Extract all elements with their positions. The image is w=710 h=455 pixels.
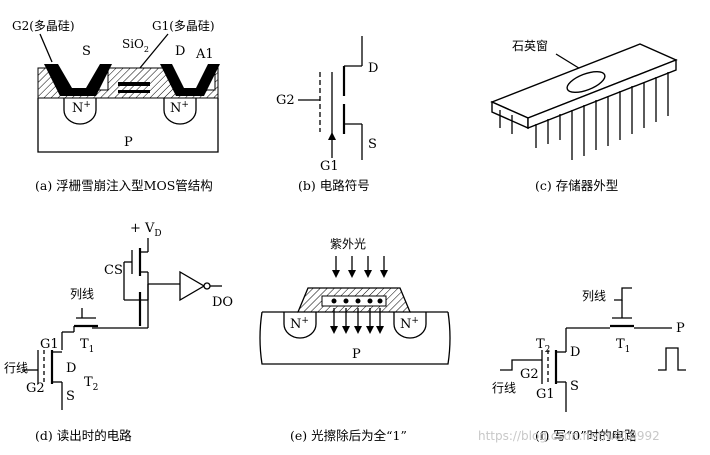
s-label: S — [66, 389, 75, 404]
gate1-arrow — [328, 132, 336, 140]
d-label: D — [368, 61, 378, 76]
row-label: 行线 — [4, 361, 28, 375]
chip-side — [527, 58, 677, 130]
cs-label: CS — [104, 263, 123, 278]
p-label: P — [676, 321, 685, 336]
caption-d: (d) 读出时的电路 — [35, 428, 132, 443]
n-right-label: N+ — [170, 100, 189, 116]
drain-label: D — [175, 44, 185, 59]
n-well-right — [163, 98, 197, 125]
column-label: 列线 — [70, 287, 94, 301]
source-label: S — [82, 44, 91, 59]
caption-c: (c) 存储器外型 — [535, 178, 618, 193]
gate2-leader — [39, 33, 53, 63]
n-well-left — [63, 98, 97, 125]
caption-b: (b) 电路符号 — [298, 178, 370, 193]
a1-label: A1 — [195, 47, 214, 62]
electrons — [331, 298, 383, 304]
d-label: D — [570, 345, 580, 360]
inverter-bubble — [203, 282, 211, 290]
chip-pins — [499, 72, 669, 160]
g2-label: G2 — [276, 93, 295, 108]
quartz-window — [566, 70, 606, 94]
n-well-left — [283, 312, 317, 339]
drain-contact — [160, 64, 220, 96]
uv-arrows — [332, 256, 388, 278]
g2-label: G2 — [520, 367, 539, 382]
inverter-triangle — [179, 270, 206, 302]
n-right-label: N+ — [400, 316, 419, 332]
window-label: 石英窗 — [512, 39, 548, 53]
t1-label: T1 — [616, 337, 630, 355]
t1-label: T1 — [80, 337, 94, 355]
floating-gate — [321, 295, 387, 307]
gate1-label: G1(多晶硅) — [152, 19, 215, 33]
row-label: 行线 — [492, 381, 516, 395]
n-left-label: N+ — [72, 100, 91, 116]
caption-a: (a) 浮栅雪崩注入型MOS管结构 — [35, 178, 213, 193]
control-gate — [118, 90, 150, 93]
t2-label: T2 — [84, 375, 98, 393]
row-pulse — [500, 359, 542, 371]
substrate-label: P — [124, 135, 133, 150]
caption-e: (e) 光擦除后为全“1” — [290, 428, 407, 443]
g1-label: G1 — [40, 337, 59, 352]
uv-label: 紫外光 — [330, 237, 366, 251]
column-label: 列线 — [582, 289, 606, 303]
panel-f-write-circuit: 列线 P T2 T1 D G2 行线 G1 S (f) 写“0”时的电路 — [492, 287, 686, 443]
n-left-label: N+ — [290, 316, 309, 332]
source-contact — [44, 64, 112, 96]
panel-a-structure: G2(多晶硅) G1(多晶硅) SiO2 S D A1 N+ N+ P (a) … — [12, 19, 220, 193]
watermark: https://blog.csdn.net/u010992 — [478, 429, 660, 443]
floating-gate — [118, 82, 150, 86]
gate1-leader — [134, 33, 169, 75]
g1-label: G1 — [320, 159, 339, 174]
panel-e-uv-erase: 紫外光 N+ N+ P (e) — [259, 237, 451, 443]
vd-label: + VD — [130, 221, 162, 239]
gate2-label: G2(多晶硅) — [12, 19, 75, 33]
panel-b-symbol: D G2 S G1 (b) 电路符号 — [276, 36, 378, 193]
g2-label: G2 — [26, 381, 45, 396]
oxide-label: SiO2 — [122, 37, 149, 54]
panel-d-read-circuit: + VD CS DO 列线 T1 G1 — [4, 221, 233, 443]
substrate-outline — [37, 98, 219, 153]
substrate-outline — [259, 311, 451, 365]
substrate-label: P — [352, 347, 361, 362]
s-label: S — [570, 379, 579, 394]
caption-f: (f) 写“0”时的电路 — [535, 428, 637, 443]
d-label: D — [66, 361, 76, 376]
panel-c-package: 石英窗 (c) 存储器外型 — [490, 39, 678, 193]
do-label: DO — [212, 295, 233, 310]
electron-arrows — [330, 308, 384, 334]
n-well-right — [393, 312, 427, 339]
window-leader — [555, 53, 583, 71]
column-pulse — [614, 287, 632, 301]
p-pulse — [658, 347, 686, 371]
s-label: S — [368, 137, 377, 152]
g1-label: G1 — [536, 387, 555, 402]
